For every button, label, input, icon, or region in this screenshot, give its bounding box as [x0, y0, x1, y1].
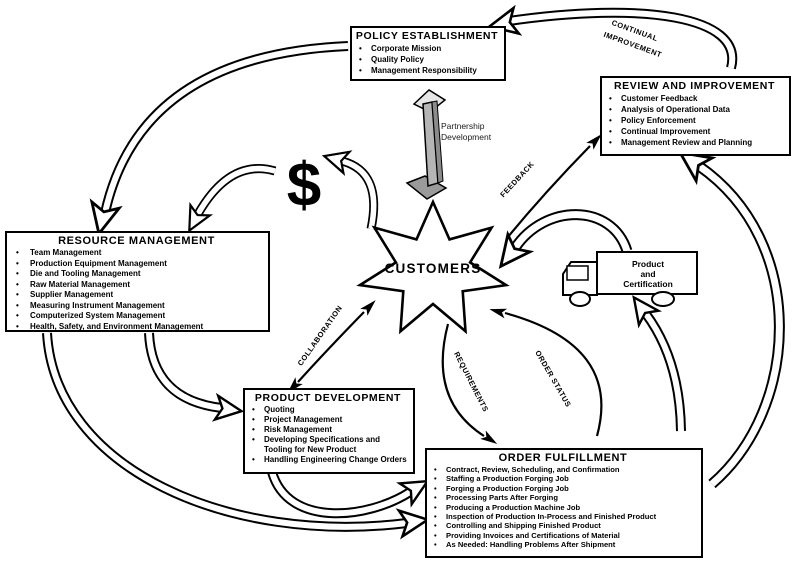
arc-order-to-truck-arrow — [632, 295, 686, 432]
star-shape — [356, 198, 510, 335]
order-fulfillment-box: ORDER FULFILLMENT Contract, Review, Sche… — [425, 448, 703, 558]
bullet-item: Providing Invoices and Certifications of… — [429, 531, 697, 541]
arrowhead — [677, 150, 717, 186]
arrowhead — [395, 508, 431, 540]
bullet-item: Team Management — [9, 248, 264, 259]
review-improvement-title: REVIEW AND IMPROVEMENT — [614, 80, 775, 92]
policy-establishment-list: Corporate MissionQuality PolicyManagemen… — [354, 43, 500, 76]
arrowhead — [211, 392, 245, 422]
arrowhead — [321, 150, 353, 176]
partnership-label-line1: Partnership — [441, 121, 485, 131]
bullet-item: Die and Tooling Management — [9, 269, 264, 280]
order-fulfillment-title: ORDER FULFILLMENT — [498, 452, 628, 464]
arrowhead — [360, 300, 376, 316]
bullet-item: Quoting — [247, 405, 409, 415]
bullet-item: Continual Improvement — [604, 126, 785, 137]
bullet-item: Quality Policy — [354, 54, 500, 65]
review-improvement-box: REVIEW AND IMPROVEMENT Customer Feedback… — [600, 76, 791, 156]
feedback-arrow — [506, 134, 602, 239]
review-improvement-list: Customer FeedbackAnalysis of Operational… — [604, 93, 785, 148]
arrowhead — [480, 430, 498, 444]
bullet-item: Raw Material Management — [9, 280, 264, 291]
bullet-item: Customer Feedback — [604, 93, 785, 104]
arrowhead — [89, 198, 123, 237]
arrowhead — [632, 295, 662, 329]
bullet-item: Analysis of Operational Data — [604, 104, 785, 115]
truck-trailer — [596, 251, 698, 295]
bullet-item: Forging a Production Forging Job — [429, 484, 697, 494]
arc-resource-to-order-arrow — [42, 332, 431, 540]
feedback-label: FEEDBACK — [498, 159, 536, 199]
arrowhead — [396, 479, 430, 508]
truck-label-line1: Product — [632, 259, 664, 269]
arc-order-to-review-arrow — [677, 150, 785, 489]
bullet-item: Producing a Production Machine Job — [429, 503, 697, 513]
bullet-item: Production Equipment Management — [9, 259, 264, 270]
product-development-title: PRODUCT DEVELOPMENT — [254, 392, 402, 404]
policy-establishment-box: POLICY ESTABLISHMENT Corporate MissionQu… — [350, 26, 506, 81]
order-status-arrow — [489, 308, 603, 437]
resource-management-box: RESOURCE MANAGEMENT Team ManagementProdu… — [5, 231, 270, 332]
customers-label: CUSTOMERS — [385, 261, 482, 276]
arrowhead — [188, 201, 214, 233]
bullet-item: Controlling and Shipping Finished Produc… — [429, 521, 697, 531]
partnership-3d-arrow — [405, 89, 448, 200]
bullet-item: Measuring Instrument Management — [9, 301, 264, 312]
dollar-sign: $ — [287, 151, 321, 220]
policy-establishment-title: POLICY ESTABLISHMENT — [355, 30, 499, 42]
bullet-item: Health, Safety, and Environment Manageme… — [9, 322, 264, 333]
arrowhead — [586, 134, 602, 150]
bullet-item: Corporate Mission — [354, 43, 500, 54]
bullet-item: Developing Specifications and Tooling fo… — [247, 435, 409, 455]
bullet-item: Contract, Review, Scheduling, and Confir… — [429, 465, 697, 475]
arc-policy-to-resource-arrow — [89, 41, 349, 237]
bullet-item: As Needed: Handling Problems After Shipm… — [429, 540, 697, 550]
order-status-label: ORDER STATUS — [533, 349, 573, 409]
partnership-label-line2: Development — [441, 132, 492, 142]
arc-continual-improvement-arrow — [486, 4, 738, 70]
delivery-truck: Product and Certification — [562, 251, 698, 307]
bullet-item: Computerized System Management — [9, 311, 264, 322]
resource-management-title: RESOURCE MANAGEMENT — [58, 235, 215, 247]
bullet-item: Project Management — [247, 415, 409, 425]
arc-product-to-order-arrow — [267, 470, 430, 519]
resource-management-list: Team ManagementProduction Equipment Mana… — [9, 248, 264, 332]
bullet-item: Handling Engineering Change Orders — [247, 455, 409, 465]
requirements-arrow — [441, 323, 498, 444]
customers-star: CUSTOMERS — [356, 198, 510, 335]
truck-window — [566, 265, 589, 281]
truck-label-line2: and — [640, 269, 655, 279]
arrowhead — [498, 230, 535, 269]
partnership-development-label: Partnership Development — [441, 121, 491, 143]
arc-truck-to-customers-arrow — [498, 209, 633, 269]
arc-customers-to-dollar-arrow — [321, 150, 379, 230]
bullet-item: Management Review and Planning — [604, 137, 785, 148]
requirements-label: REQUIREMENTS — [452, 350, 490, 413]
truck-label-line3: Certification — [623, 279, 673, 289]
bullet-item: Staffing a Production Forging Job — [429, 474, 697, 484]
order-fulfillment-list: Contract, Review, Scheduling, and Confir… — [429, 465, 697, 550]
bullet-item: Supplier Management — [9, 290, 264, 301]
bullet-item: Risk Management — [247, 425, 409, 435]
arc-resource-to-product-arrow — [144, 332, 245, 422]
truck-wheel-rear — [651, 291, 675, 307]
arc-dollar-to-resource-arrow — [188, 164, 277, 233]
product-development-list: QuotingProject ManagementRisk Management… — [247, 405, 409, 465]
bullet-item: Management Responsibility — [354, 65, 500, 76]
bullet-item: Policy Enforcement — [604, 115, 785, 126]
bullet-item: Inspection of Production In-Process and … — [429, 512, 697, 522]
arrowhead — [489, 308, 508, 319]
bullet-item: Processing Parts After Forging — [429, 493, 697, 503]
product-development-box: PRODUCT DEVELOPMENT QuotingProject Manag… — [243, 388, 415, 474]
truck-wheel-front — [569, 291, 591, 307]
